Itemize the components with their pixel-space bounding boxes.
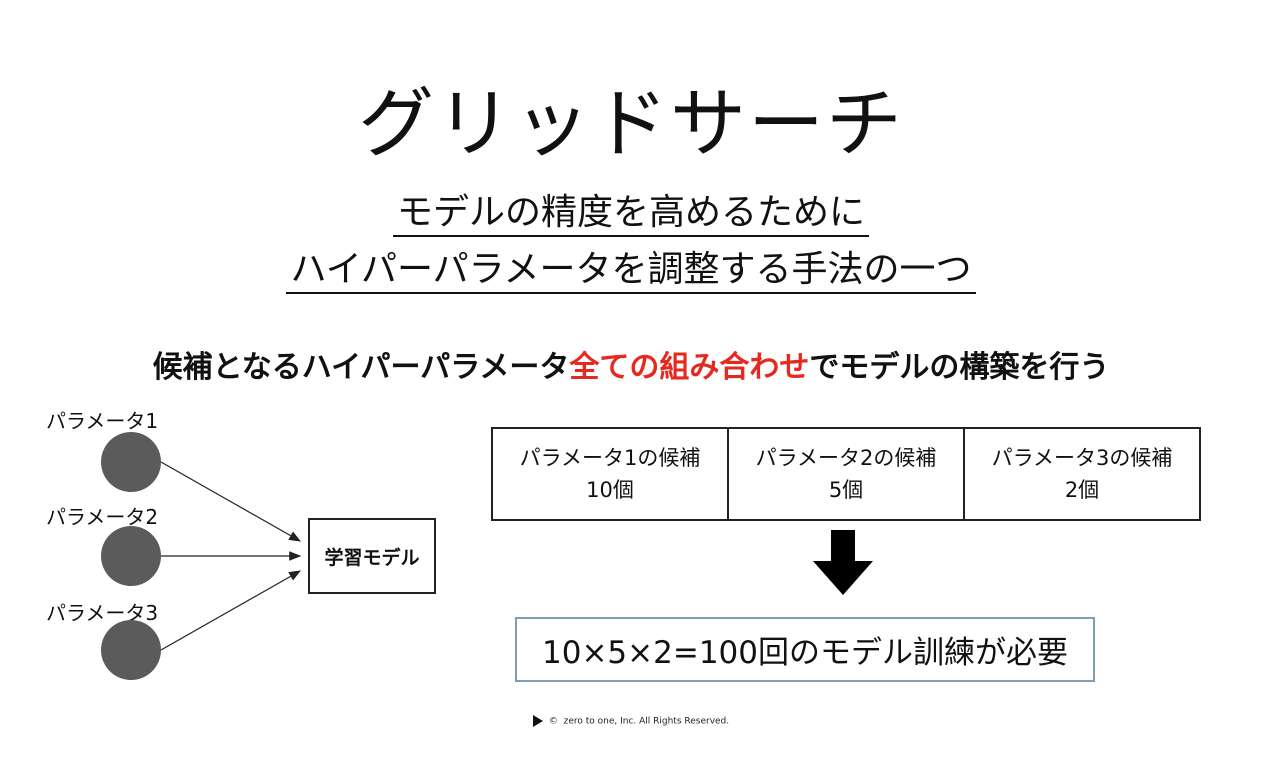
candidate-count: 10個 xyxy=(586,478,634,502)
subtitle-line-1: モデルの精度を高めるために xyxy=(0,183,1262,237)
param-label-2: パラメータ2 xyxy=(46,505,159,529)
candidate-name: パラメータ2の候補 xyxy=(755,446,937,470)
company-logo-icon xyxy=(532,715,543,727)
arrow-param1-to-model xyxy=(160,461,302,542)
headline: 候補となるハイパーパラメータ全ての組み合わせでモデルの構築を行う xyxy=(0,342,1262,386)
footer-text: zero to one, Inc. All Rights Reserved. xyxy=(563,716,730,727)
candidate-name: パラメータ1の候補 xyxy=(519,446,701,470)
arrow-param3-to-model xyxy=(160,570,302,651)
candidate-name: パラメータ3の候補 xyxy=(991,446,1173,470)
param-node-1 xyxy=(101,432,161,492)
candidate-count: 2個 xyxy=(1064,478,1100,502)
param-node-3 xyxy=(101,620,161,680)
subtitle-line-1-text: モデルの精度を高めるために xyxy=(392,192,869,237)
model-box: 学習モデル xyxy=(308,518,436,594)
param-node-2 xyxy=(101,526,161,586)
param-label-1: パラメータ1 xyxy=(46,409,159,433)
subtitle-line-2: ハイパーパラメータを調整する手法の一つ xyxy=(0,240,1262,294)
headline-post: でモデルの構築を行う xyxy=(809,350,1110,385)
copyright-symbol: © xyxy=(548,716,558,727)
slide-title: グリッドサーチ xyxy=(358,79,904,168)
headline-accent: 全ての組み合わせ xyxy=(569,350,810,385)
headline-pre: 候補となるハイパーパラメータ xyxy=(152,350,570,385)
candidate-cell-1: パラメータ1の候補 10個 xyxy=(493,429,729,519)
candidate-cell-3: パラメータ3の候補 2個 xyxy=(965,429,1199,519)
subtitle-line-2-text: ハイパーパラメータを調整する手法の一つ xyxy=(286,249,976,294)
candidate-table: パラメータ1の候補 10個 パラメータ2の候補 5個 パラメータ3の候補 2個 xyxy=(491,427,1201,521)
result-text: 10×5×2=100回のモデル訓練が必要 xyxy=(542,635,1068,671)
footer: © zero to one, Inc. All Rights Reserved. xyxy=(0,715,1262,727)
model-label: 学習モデル xyxy=(324,546,420,569)
candidate-count: 5個 xyxy=(828,478,864,502)
result-box: 10×5×2=100回のモデル訓練が必要 xyxy=(515,617,1095,682)
candidate-cell-2: パラメータ2の候補 5個 xyxy=(729,429,965,519)
down-arrow-icon xyxy=(813,530,873,595)
